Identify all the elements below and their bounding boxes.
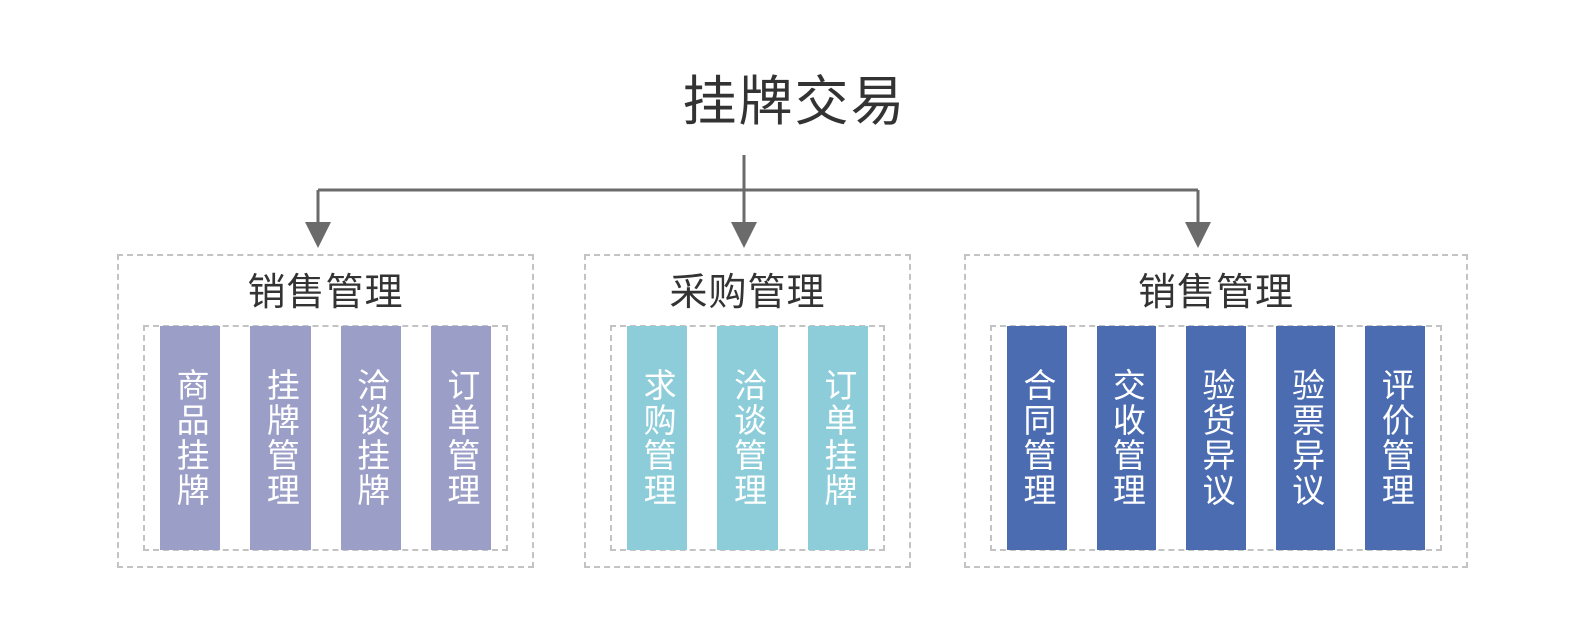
item-bar[interactable]: 洽谈挂牌 [340, 326, 401, 550]
group-title: 采购管理 [669, 272, 826, 314]
item-label: 洽谈管理 [729, 368, 767, 508]
item-label: 挂牌管理 [262, 368, 300, 508]
item-bar[interactable]: 订单管理 [430, 326, 491, 550]
group-sales-management-left[interactable]: 销售管理 商品挂牌 挂牌管理 洽谈挂牌 订单管理 [117, 254, 534, 568]
item-bar[interactable]: 验货异议 [1186, 326, 1246, 550]
item-label: 交收管理 [1108, 368, 1146, 508]
item-bar[interactable]: 验票异议 [1275, 326, 1336, 550]
item-label: 合同管理 [1018, 368, 1056, 508]
item-bar[interactable]: 评价管理 [1365, 326, 1425, 550]
group-sales-management-right[interactable]: 销售管理 合同管理 交收管理 验货异议 验票异议 评价管理 [964, 254, 1468, 568]
item-label: 评价管理 [1377, 368, 1415, 508]
group-items-container: 商品挂牌 挂牌管理 洽谈挂牌 订单管理 [143, 325, 508, 551]
item-bar[interactable]: 订单挂牌 [807, 326, 868, 550]
item-bar[interactable]: 挂牌管理 [250, 326, 311, 550]
item-bar[interactable]: 交收管理 [1096, 326, 1157, 550]
item-label: 验票异议 [1287, 368, 1325, 508]
arrowhead-right [1185, 222, 1211, 248]
item-bar[interactable]: 合同管理 [1007, 326, 1067, 550]
item-bar[interactable]: 洽谈管理 [717, 326, 778, 550]
item-bar[interactable]: 商品挂牌 [160, 326, 221, 550]
item-label: 订单管理 [442, 368, 480, 508]
item-label: 求购管理 [639, 368, 677, 508]
root-node-title: 挂牌交易 [682, 72, 907, 132]
arrowhead-left [305, 222, 331, 248]
group-items-container: 合同管理 交收管理 验货异议 验票异议 评价管理 [990, 325, 1442, 551]
item-label: 验货异议 [1198, 368, 1235, 508]
item-label: 商品挂牌 [172, 368, 210, 508]
item-label: 洽谈挂牌 [352, 368, 390, 508]
group-title: 销售管理 [247, 272, 404, 314]
group-title: 销售管理 [1137, 272, 1294, 314]
arrowhead-middle [731, 222, 757, 248]
group-items-container: 求购管理 洽谈管理 订单挂牌 [610, 325, 885, 551]
item-bar[interactable]: 求购管理 [627, 326, 688, 550]
item-label: 订单挂牌 [819, 368, 857, 508]
group-procurement-management[interactable]: 采购管理 求购管理 洽谈管理 订单挂牌 [584, 254, 911, 568]
